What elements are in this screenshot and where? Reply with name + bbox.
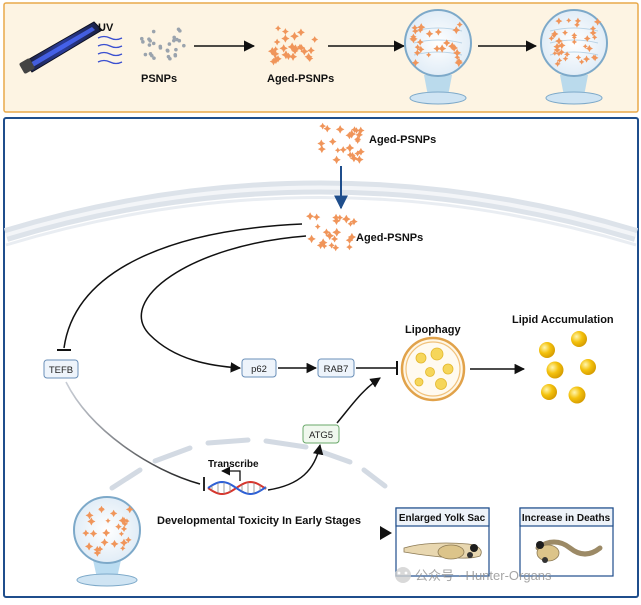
aged-psnps-outside-icon <box>317 122 365 164</box>
p62-label: p62 <box>251 364 267 375</box>
embryo-exposure-view-icon <box>73 496 141 587</box>
mechanism-panel-frame <box>3 117 639 598</box>
atg5-label: ATG5 <box>309 430 333 441</box>
yolk-sac-label: Enlarged Yolk Sac <box>399 513 486 524</box>
top-panel-frame <box>3 2 639 113</box>
lipid-accumulation-label: Lipid Accumulation <box>512 314 614 326</box>
aged-psnps-outside-label: Aged-PSNPs <box>369 134 436 146</box>
wechat-icon <box>395 567 411 583</box>
arrow-atg5-to-lipophagy <box>336 377 381 424</box>
watermark: 公众号 · Hunter-Organs <box>395 567 552 583</box>
uv-label: UV <box>98 22 114 34</box>
transcribe-label: Transcribe <box>208 459 259 470</box>
arrow-dna-to-atg5 <box>267 443 324 491</box>
transcription-start-arrow <box>221 466 241 481</box>
tefb-node: TEFB <box>43 359 79 379</box>
aged-psnps-particles-icon <box>268 25 319 66</box>
lipid-droplets-icon <box>539 331 596 404</box>
aged-psnps-inside-label: Aged-PSNPs <box>356 232 423 244</box>
inhibition-arrow-tefb <box>63 223 303 349</box>
deaths-label: Increase in Deaths <box>522 513 611 524</box>
mechanism-panel: Aged-PSNPs Aged-PSNPs TEFB p62 RAB7 <box>3 117 639 598</box>
watermark-text: 公众号 · Hunter-Organs <box>415 568 552 583</box>
uv-rays-icon <box>97 35 123 65</box>
tefb-to-transcription-arrow <box>65 381 201 485</box>
dna-helix-icon <box>207 480 267 496</box>
tefb-label: TEFB <box>49 365 73 376</box>
p62-node: p62 <box>241 358 277 378</box>
uv-lamp-icon <box>19 21 103 74</box>
lipophagy-vesicle-icon <box>400 336 466 402</box>
cell-membrane <box>3 180 639 247</box>
rab7-node: RAB7 <box>317 358 355 378</box>
aged-psnps-inside-icon <box>306 212 358 252</box>
yolk-sac-panel: Enlarged Yolk Sac <box>395 507 490 577</box>
zebrafish-larva-icon <box>403 542 482 560</box>
exposure-view-2-icon <box>540 9 608 105</box>
psnps-label: PSNPs <box>141 73 177 85</box>
top-panel: UV PSNPs Aged-PSNPs <box>3 2 639 113</box>
aged-psnps-label-top: Aged-PSNPs <box>267 73 334 85</box>
dev-toxicity-label: Developmental Toxicity In Early Stages <box>157 515 361 527</box>
nucleus-envelope <box>109 437 388 491</box>
exposure-view-1-icon <box>404 9 472 105</box>
lipophagy-label: Lipophagy <box>405 324 461 336</box>
arrow-aged-to-p62 <box>140 235 307 373</box>
rab7-label: RAB7 <box>324 364 349 375</box>
dead-zebrafish-icon <box>535 539 603 563</box>
psnps-particles-icon <box>139 27 186 61</box>
deaths-panel: Increase in Deaths <box>519 507 614 577</box>
atg5-node: ATG5 <box>302 424 340 444</box>
